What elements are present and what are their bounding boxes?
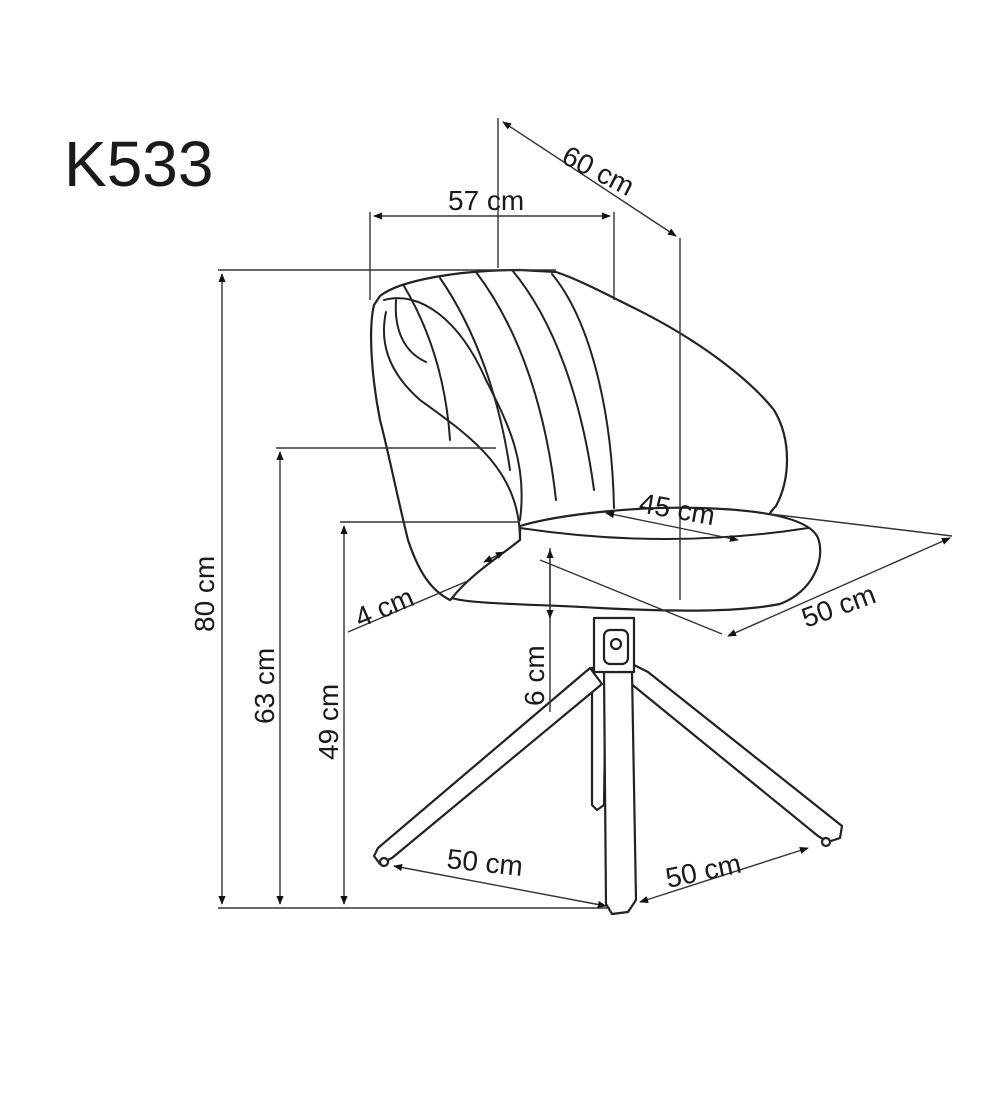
label-seat-height: 49 cm [313,684,344,760]
backrest-seam-1 [403,285,451,441]
label-height-overall: 80 cm [189,556,220,632]
dim-line-seat-depth [605,511,739,542]
model-title: K533 [64,128,213,200]
backrest-seam-5 [551,273,615,509]
dim-line-depth-overall [502,121,677,237]
dim-line-seat-width [727,537,951,637]
label-base-right: 50 cm [663,848,744,894]
swivel-bolt [609,637,623,651]
arm-opening [383,297,523,521]
label-seat-thickness: 6 cm [519,645,550,706]
dim-line-base-right [639,847,809,903]
backrest-seam-3 [475,271,557,501]
backrest-seam-4 [511,269,595,491]
label-armrest-height: 63 cm [249,648,280,724]
dimension-lines [218,118,953,909]
base-leg-right [622,662,844,844]
dim-line-base-left [393,863,607,909]
label-depth-overall: 60 cm [557,140,639,202]
label-width-overall: 57 cm [448,185,524,216]
label-base-left: 50 cm [445,843,524,882]
base-leg-front [602,670,638,916]
leg-foot-right [820,836,832,848]
base-leg-left [372,666,604,866]
leg-foot-left [378,856,390,868]
label-shell-thickness: 4 cm [350,581,418,633]
dim-line-shell-thickness [483,551,505,563]
arm-opening-inner [394,299,427,363]
backrest-seam-2 [439,277,511,471]
